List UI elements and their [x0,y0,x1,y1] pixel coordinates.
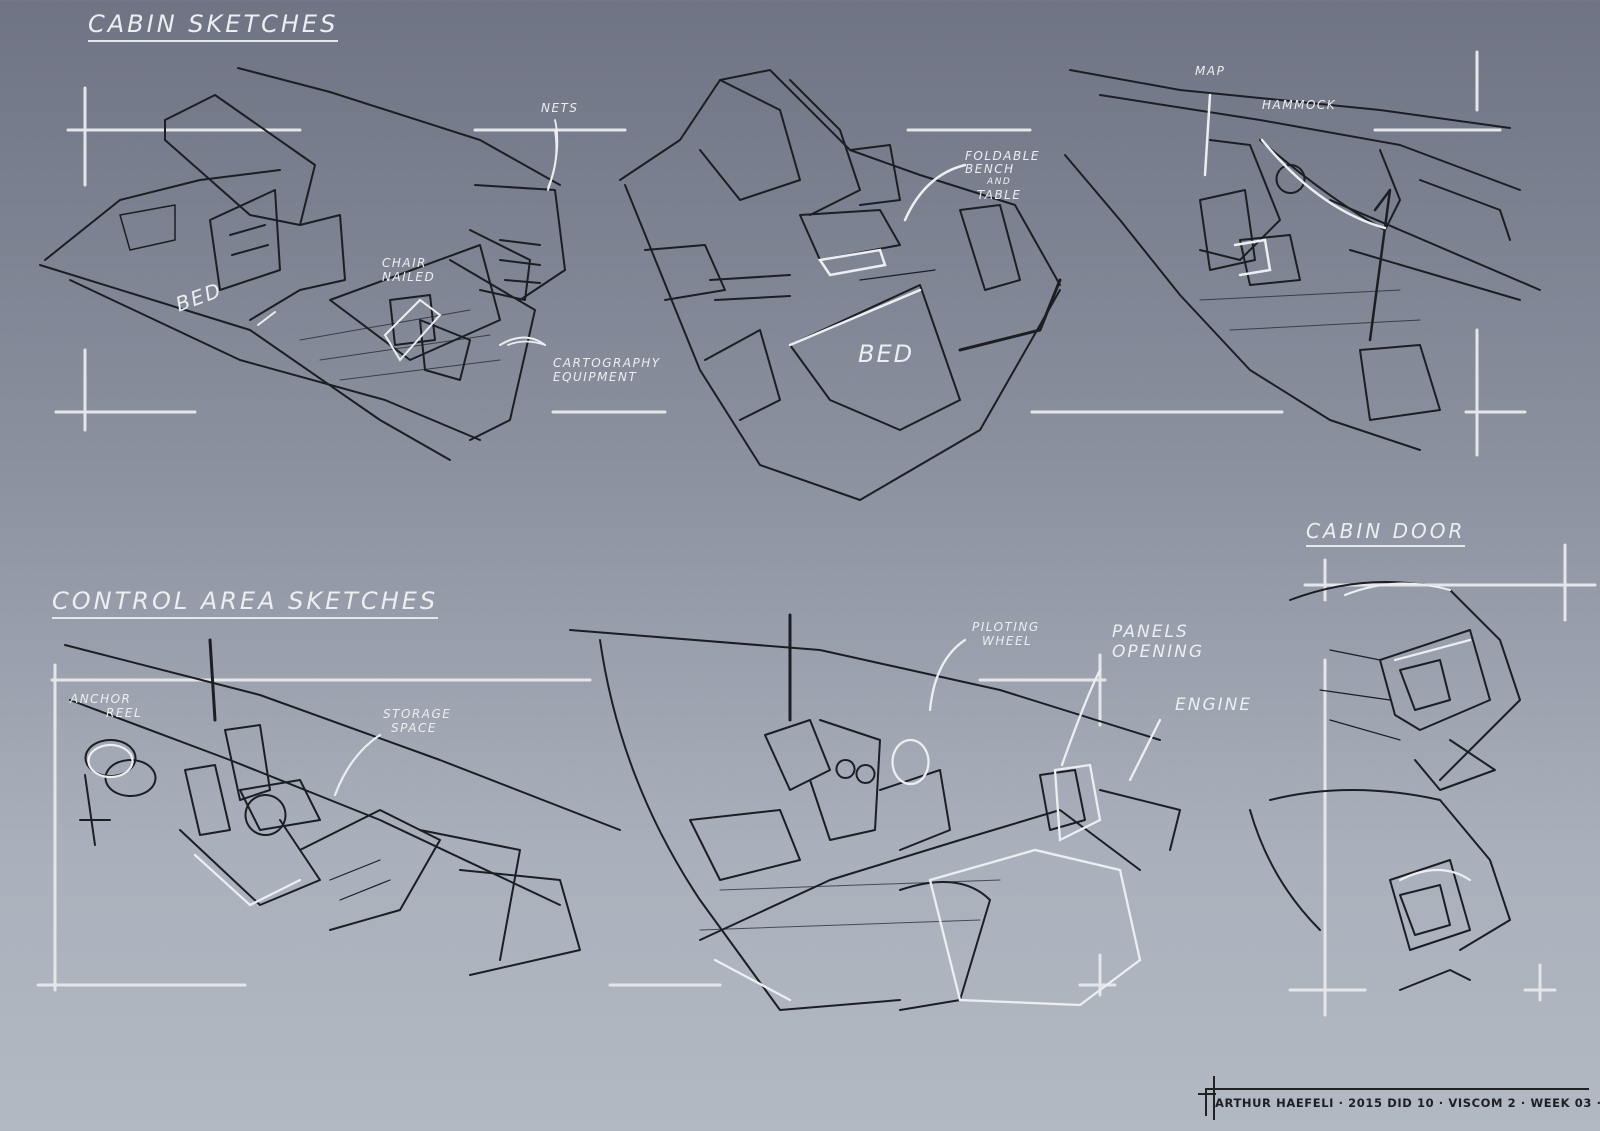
panel-frame-guides [36,50,1597,1017]
anchor-line-1: Anchor [70,692,132,706]
map-label: Map [1195,64,1226,78]
door-sketch-top [1289,581,1521,791]
control-sketch-1 [64,638,621,976]
piloting-line-1: Piloting [972,620,1040,634]
piloting-line-2: Wheel [982,634,1033,648]
chair-nailed-line-2: Nailed [382,270,436,284]
chair-nailed-label: Chair Nailed [382,256,435,284]
cartography-line-1: Cartography [553,356,661,370]
cabin-sketch-2 [619,69,1062,501]
door-sketch-highlights [1343,582,1472,882]
nets-label: Nets [541,101,579,115]
annotation-leaders [507,119,559,346]
panels-line-1: Panels [1112,622,1189,642]
anchor-reel-label: Anchor Reel [70,692,142,720]
cabin-sketches-heading: Cabin Sketches [88,10,339,42]
cabin-door-heading: Cabin Door [1306,519,1466,547]
credit-tick-horizontal [1198,1093,1216,1095]
foldable-line-1: Foldable [965,149,1040,163]
foldable-bench-label: Foldable Bench and Table [965,150,1040,202]
cartography-equipment-label: Cartography Equipment [553,356,661,384]
cabin-sketch-1 [39,67,566,461]
foldable-line-3: and [987,177,1012,187]
storage-line-1: Storage [383,707,452,721]
credit-tick-vertical [1213,1076,1215,1120]
control-area-sketches-heading: Control Area Sketches [52,587,439,619]
cabin-sketch-2-highlights [788,163,967,347]
control-sketch-2-highlights [713,638,1162,1007]
panels-opening-label: Panels Opening [1112,622,1204,662]
piloting-wheel-label: Piloting Wheel [972,620,1040,648]
chair-nailed-line-1: Chair [382,256,427,270]
cabin-sketch-3 [1064,69,1541,451]
cartography-line-2: Equipment [553,370,638,384]
anchor-line-2: Reel [106,706,143,720]
foldable-line-2: Bench [965,162,1015,176]
storage-space-label: Storage Space [383,707,451,735]
panels-line-2: Opening [1112,642,1204,662]
control-sketch-1-highlights [87,733,382,907]
bed-label-2: Bed [858,340,915,368]
door-sketch-bottom [1249,789,1511,991]
hammock-label: Hammock [1262,98,1337,112]
cabin-sketch-3-highlights [1203,93,1387,277]
engine-label: Engine [1175,695,1253,715]
storage-line-2: Space [391,721,437,735]
artist-credit: Arthur Haefeli · 2015 DID 10 · Viscom 2 … [1205,1088,1600,1116]
cabin-sketch-1-highlights [257,129,558,362]
foldable-line-4: Table [977,188,1022,202]
control-sketch-2 [569,613,1181,1011]
